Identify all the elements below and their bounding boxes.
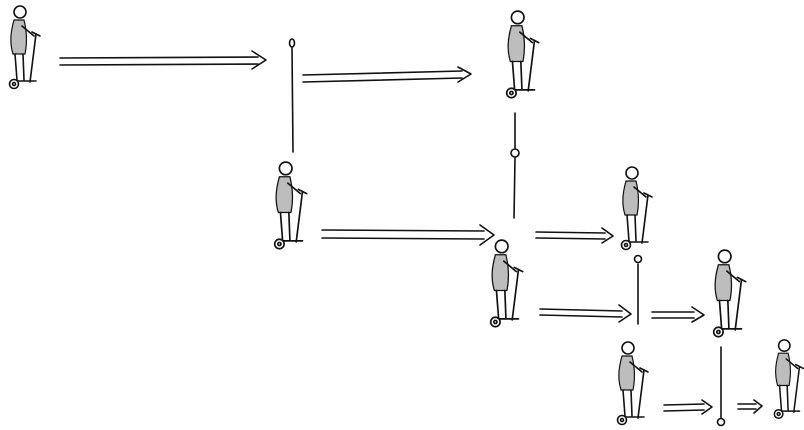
arrow-7 — [663, 399, 713, 415]
arrow-6 — [651, 306, 705, 323]
rider-figure-6 — [712, 249, 747, 338]
rider-figure-8 — [773, 339, 804, 420]
arrow-3 — [321, 224, 495, 246]
branch-line-4 — [716, 346, 726, 427]
arrow-2 — [302, 66, 472, 83]
rider-figure-2 — [505, 10, 540, 99]
rider-figure-5 — [489, 239, 524, 328]
arrow-4 — [535, 227, 614, 244]
branch-line-3 — [633, 254, 643, 325]
branch-line-1 — [288, 38, 296, 153]
arrow-5 — [539, 304, 632, 323]
rider-figure-3 — [273, 161, 308, 250]
arrow-1 — [59, 50, 267, 70]
arrow-8 — [737, 399, 763, 414]
rider-figure-4 — [620, 166, 653, 251]
rider-figure-7 — [616, 341, 649, 426]
rider-figure-1 — [8, 5, 41, 90]
branch-line-2 — [510, 112, 520, 219]
